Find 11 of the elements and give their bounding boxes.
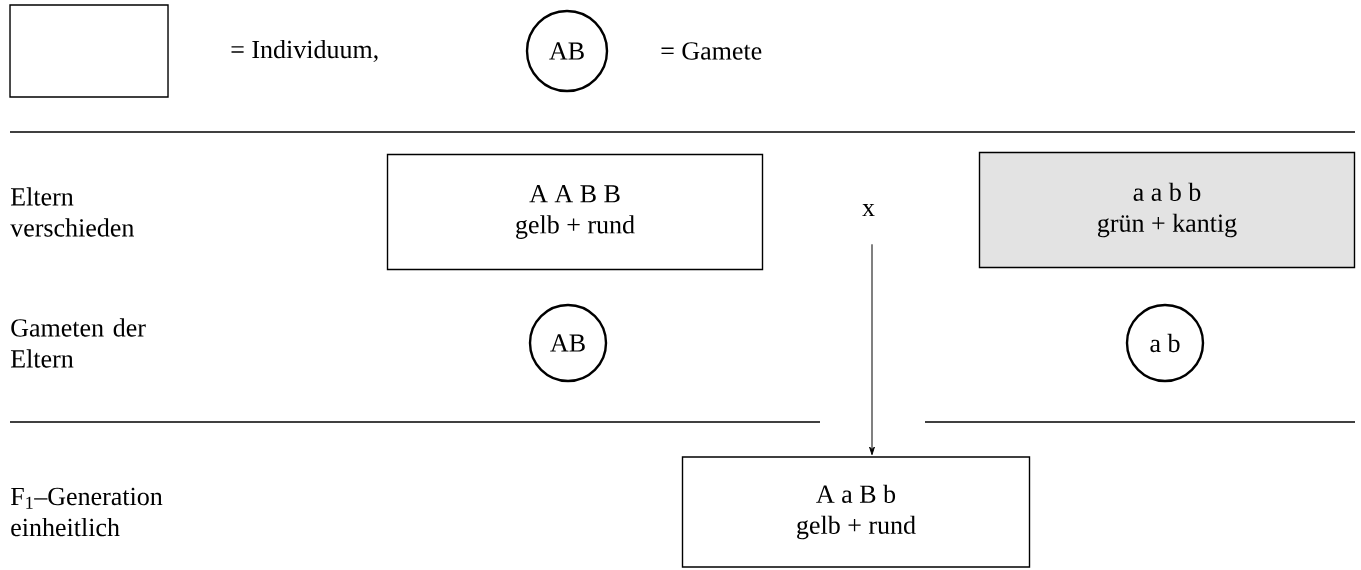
individual-box: a a b b grün + kantig	[978, 151, 1356, 269]
legend-text: = Individuum,	[231, 40, 378, 62]
row-label: F$_{1}$–Generation einheitlich	[10, 487, 163, 537]
row-label: Gameten der Eltern	[10, 318, 146, 368]
row-label: Eltern verschieden	[10, 187, 134, 237]
individual-box: A a B b gelb + rund	[681, 456, 1031, 568]
individual-box: A A B B gelb + rund	[386, 153, 764, 271]
arrow	[869, 243, 875, 456]
individual-box	[9, 4, 169, 98]
legend-text: = Gamete	[661, 42, 762, 60]
row-label: x	[862, 204, 875, 216]
